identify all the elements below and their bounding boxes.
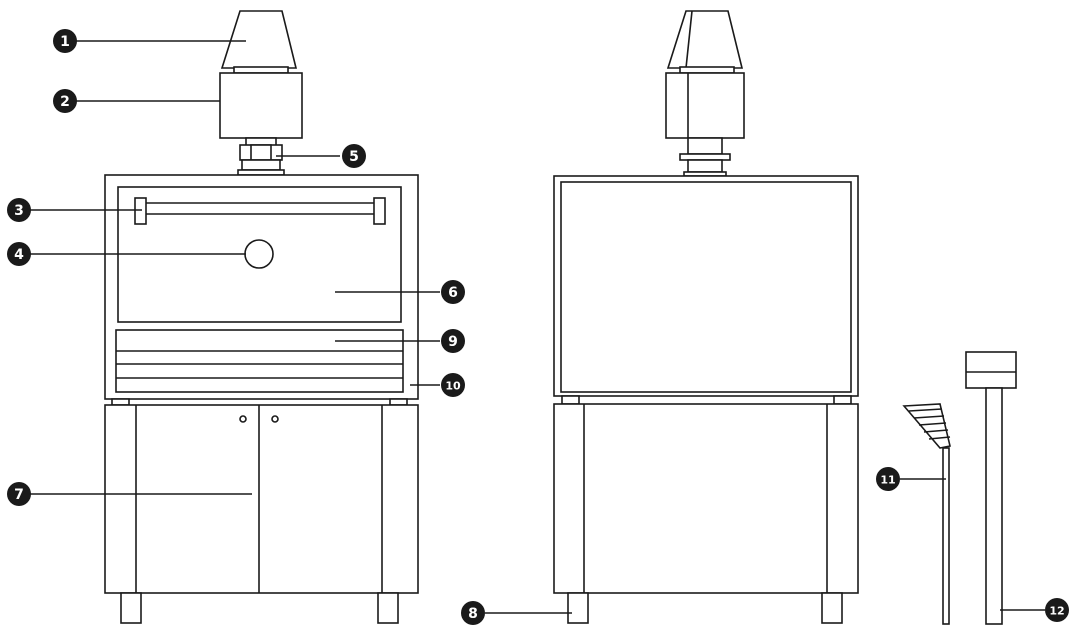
front-flue-pipe-lower: [241, 159, 281, 171]
callout-7-circle: [7, 482, 31, 506]
back-body-foot-right: [833, 395, 852, 405]
callout-8: 8: [461, 601, 485, 625]
front-chimney-collar: [233, 66, 289, 74]
callout-12-label: 12: [1049, 605, 1064, 618]
callout-4-circle: [7, 242, 31, 266]
callout-11-label: 11: [880, 474, 895, 487]
rake-tine-1: [908, 408, 943, 412]
back-flue-damper-clamp: [679, 153, 731, 161]
callout-4: 4: [7, 242, 31, 266]
callout-2: 2: [53, 89, 77, 113]
callout-10-circle: [441, 373, 465, 397]
rake-tine-2: [913, 415, 945, 419]
front-leg-left: [120, 592, 142, 624]
back-chimney-seam: [685, 10, 693, 69]
callout-1: 1: [53, 29, 77, 53]
scoop-handle: [985, 387, 1003, 625]
back-flue-pipe-lower: [687, 159, 723, 173]
front-body-foot-right: [389, 398, 408, 406]
front-ash-drawer: [115, 329, 404, 393]
back-chimney-collar: [679, 66, 735, 74]
callout-12: 12: [1045, 598, 1069, 622]
front-leg-right: [377, 592, 399, 624]
front-door-knob-right: [271, 415, 279, 423]
back-cabinet: [553, 403, 859, 594]
callouts: 1 2 3 4 5 6 7 8: [7, 29, 1069, 625]
rake-tine-3: [918, 422, 947, 426]
back-view: [553, 10, 859, 624]
callout-2-label: 2: [60, 94, 70, 110]
callout-1-circle: [53, 29, 77, 53]
callout-1-label: 1: [60, 34, 70, 50]
callout-5-circle: [342, 144, 366, 168]
leader-lines: [30, 40, 1045, 614]
callout-6-label: 6: [448, 285, 458, 301]
callout-6: 6: [441, 280, 465, 304]
callout-7: 7: [7, 482, 31, 506]
back-chimney-hood: [666, 10, 744, 69]
rake-tine-5: [928, 436, 951, 440]
back-leg-right: [821, 592, 843, 624]
rake-handle: [942, 447, 950, 625]
callout-5-label: 5: [349, 149, 359, 165]
callout-9-label: 9: [448, 334, 458, 350]
front-view: [104, 10, 419, 624]
rake-tine-4: [923, 429, 949, 433]
back-flue-pipe-upper: [687, 137, 723, 155]
accessories: [902, 351, 1017, 625]
rake-head: [902, 403, 951, 449]
callout-6-circle: [441, 280, 465, 304]
front-handle-bracket-right: [373, 197, 386, 225]
callout-9-circle: [441, 329, 465, 353]
front-cabinet: [104, 404, 419, 594]
callout-12-circle: [1045, 598, 1069, 622]
callout-11: 11: [876, 467, 900, 491]
front-thermometer: [244, 239, 274, 269]
callout-9: 9: [441, 329, 465, 353]
callout-11-circle: [876, 467, 900, 491]
callout-2-circle: [53, 89, 77, 113]
callout-3: 3: [7, 198, 31, 222]
front-damper-box: [219, 72, 303, 139]
front-body-foot-left: [111, 398, 130, 406]
callout-8-label: 8: [468, 606, 478, 622]
callout-10: 10: [441, 373, 465, 397]
callout-8-circle: [461, 601, 485, 625]
back-damper-box: [665, 72, 745, 139]
back-body-foot-left: [561, 395, 580, 405]
callout-7-label: 7: [14, 487, 24, 503]
front-flue-damper-inner: [250, 144, 272, 161]
callout-3-label: 3: [14, 203, 24, 219]
callout-4-label: 4: [14, 247, 24, 263]
front-door-knob-left: [239, 415, 247, 423]
front-handle-bracket-left: [134, 197, 147, 225]
callout-10-label: 10: [445, 380, 461, 393]
front-chimney-hood: [220, 10, 298, 69]
back-oven-panel: [560, 181, 852, 393]
scoop-head: [965, 351, 1017, 389]
callout-5: 5: [342, 144, 366, 168]
back-leg-left: [567, 592, 589, 624]
callout-3-circle: [7, 198, 31, 222]
